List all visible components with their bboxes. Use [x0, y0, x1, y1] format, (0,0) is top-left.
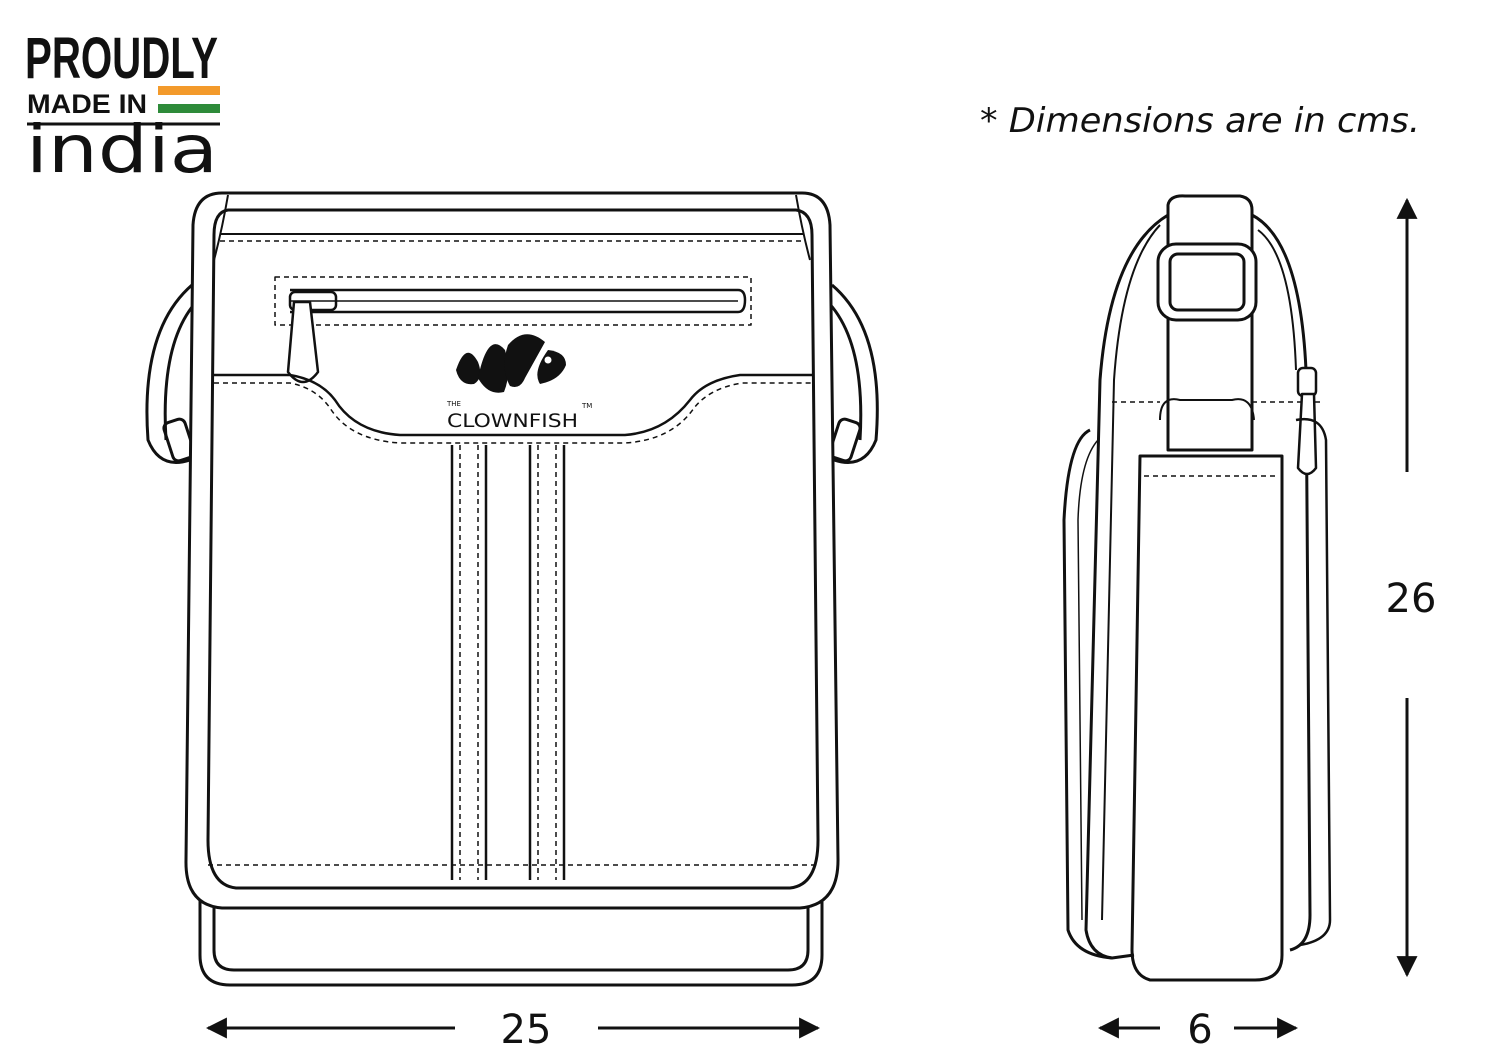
- badge-line-made-in: MADE IN: [27, 89, 147, 119]
- height-dimension: 26: [1386, 197, 1437, 978]
- made-in-india-badge: PROUDLY MADE IN india: [25, 26, 220, 188]
- brand-tm: TM: [581, 402, 592, 410]
- dimensions-note: * Dimensions are in cms.: [980, 101, 1420, 141]
- bag-side-view: [1062, 194, 1332, 982]
- india-flag-stripes-icon: [158, 86, 220, 113]
- width-dimension: 25: [205, 1007, 821, 1053]
- bag-front-view: [145, 191, 879, 987]
- brand-the: THE: [446, 400, 461, 408]
- brand-name: CLOWNFISH: [447, 410, 578, 432]
- width-label: 25: [501, 1007, 552, 1053]
- badge-line-india: india: [26, 111, 218, 188]
- height-label: 26: [1386, 576, 1437, 622]
- clownfish-fish-icon: [456, 334, 566, 393]
- depth-label: 6: [1187, 1007, 1212, 1053]
- clownfish-logo: THE CLOWNFISH TM: [446, 334, 592, 432]
- badge-line-proudly: PROUDLY: [25, 26, 218, 91]
- depth-dimension: 6: [1097, 1007, 1299, 1053]
